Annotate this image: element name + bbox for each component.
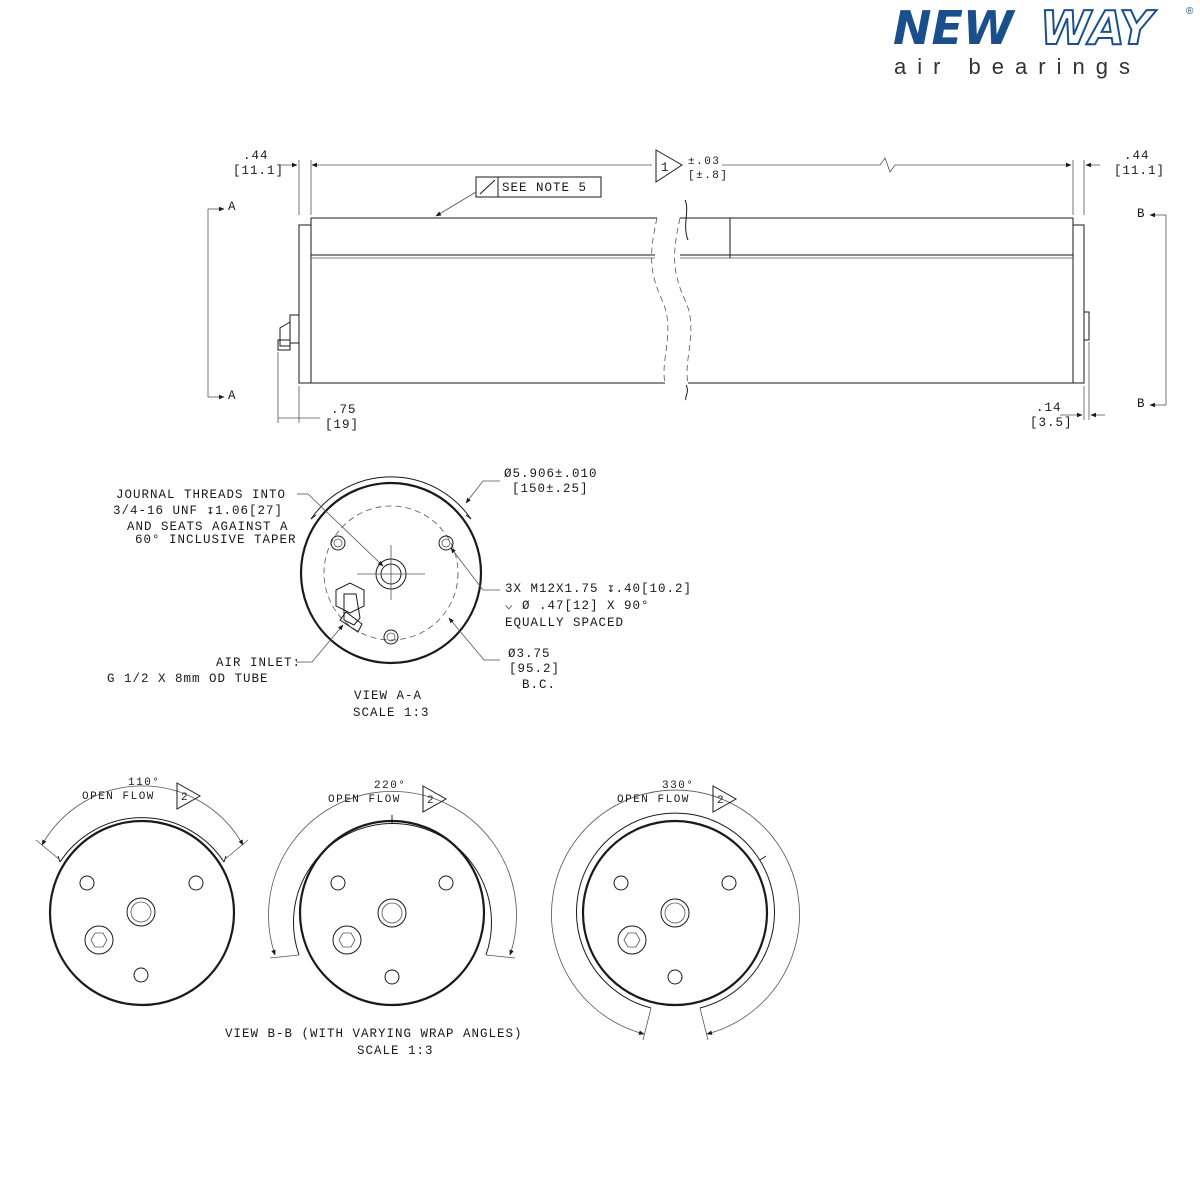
journal-note-line-4: 60° INCLUSIVE TAPER — [135, 533, 297, 547]
view-aa-title: VIEW A-A — [354, 689, 422, 703]
view-bb-title: VIEW B-B (WITH VARYING WRAP ANGLES) — [225, 1027, 523, 1041]
journal-note-line-1: JOURNAL THREADS INTO — [116, 488, 286, 502]
section-b-top: B — [1137, 207, 1146, 221]
right-journal-nub — [1083, 311, 1090, 341]
left-end-flange — [298, 224, 312, 384]
right-end-flange — [1072, 224, 1085, 384]
wrap-330-angle: 330° — [662, 780, 694, 792]
wrap-330-pad — [576, 812, 775, 1009]
view-aa-scale: SCALE 1:3 — [353, 706, 430, 720]
length-tolerance-mm: [±.8] — [688, 170, 729, 182]
wrap-220-label: OPEN FLOW — [328, 794, 401, 806]
note-1-number: 1 — [661, 161, 670, 175]
see-note-flag — [475, 176, 602, 198]
view-bb-scale: SCALE 1:3 — [357, 1044, 434, 1058]
wrap-110-angle: 110° — [128, 777, 160, 789]
brand-logo: NEW WAY ® air bearings — [893, 0, 1194, 79]
dim-right-bottom: .14 — [1036, 401, 1062, 415]
break-line-right — [674, 217, 692, 384]
holes-note-line-2: ⌵ Ø .47[12] X 90° — [505, 599, 650, 613]
wrap-110-note-triangle — [176, 782, 202, 810]
wrap-220-angle: 220° — [374, 780, 406, 792]
dim-left-top-mm: [11.1] — [233, 164, 284, 178]
journal-note-line-2: 3/4-16 UNF ↧1.06[27] — [113, 504, 283, 518]
dim-left-bottom-mm: [19] — [325, 418, 359, 432]
dim-right-top-mm: [11.1] — [1114, 164, 1165, 178]
logo-way-text: WAY — [1040, 1, 1157, 55]
air-inlet-label: AIR INLET: — [216, 656, 301, 670]
mounting-hole-3 — [383, 629, 399, 645]
wrap-110-note: 2 — [181, 792, 189, 804]
dim-right-bottom-mm: [3.5] — [1030, 416, 1073, 430]
view-a-a: JOURNAL THREADS INTO 3/4-16 UNF ↧1.06[27… — [107, 467, 692, 720]
bolt-circle-dia-mm: [95.2] — [509, 662, 560, 676]
length-tolerance: ±.03 — [688, 156, 720, 168]
dim-left-bottom: .75 — [331, 403, 357, 417]
wrap-330-outer-circle — [581, 819, 769, 1007]
side-view: .44 [11.1] .44 [11.1] 1 ±.03 [±.8] SEE N… — [207, 149, 1167, 432]
logo-new-text: NEW — [893, 1, 1016, 55]
wrap-110-view: 110° OPEN FLOW 2 — [35, 777, 249, 1007]
dim-left-top: .44 — [243, 149, 269, 163]
wrap-220-note-triangle — [422, 785, 448, 813]
wrap-110-label: OPEN FLOW — [82, 791, 155, 803]
mounting-hole-2 — [438, 535, 454, 551]
view-b-b: 110° OPEN FLOW 2 220° OPEN FLOW 2 — [35, 777, 800, 1058]
wrap-220-view: 220° OPEN FLOW 2 — [268, 780, 517, 1007]
wrap-220-pad — [293, 822, 492, 956]
diameter-label: Ø5.906±.010 — [504, 467, 598, 481]
wrap-330-note: 2 — [717, 795, 725, 807]
wrap-220-note: 2 — [427, 795, 435, 807]
diameter-mm-label: [150±.25] — [512, 482, 589, 496]
wrap-220-outer-circle — [298, 819, 486, 1007]
dim-right-top: .44 — [1124, 149, 1150, 163]
bolt-circle-bc: B.C. — [522, 678, 556, 692]
journal-note-line-3: AND SEATS AGAINST A — [127, 520, 289, 534]
logo-registered-mark: ® — [1186, 6, 1194, 17]
wrap-330-label: OPEN FLOW — [617, 794, 690, 806]
bolt-circle — [323, 505, 459, 641]
holes-note-line-3: EQUALLY SPACED — [505, 616, 624, 630]
mounting-hole-1 — [330, 535, 346, 551]
section-b-bottom: B — [1137, 397, 1146, 411]
wrap-330-note-triangle — [712, 785, 738, 813]
section-a-top: A — [228, 200, 237, 214]
break-line-left — [651, 217, 669, 384]
logo-tagline: air bearings — [894, 54, 1141, 79]
air-inlet-fitting — [289, 314, 300, 344]
air-inlet-hex — [335, 582, 365, 614]
wrap-110-outer-circle — [48, 819, 236, 1007]
holes-note-line-1: 3X M12X1.75 ↧.40[10.2] — [505, 582, 692, 596]
section-a-bottom: A — [228, 389, 237, 403]
see-note-text: SEE NOTE 5 — [502, 181, 587, 195]
note-1-triangle — [655, 149, 683, 183]
bearing-outer-circle — [299, 481, 483, 665]
air-inlet-spec: G 1/2 X 8mm OD TUBE — [107, 672, 269, 686]
wrap-330-view: 330° OPEN FLOW 2 — [551, 780, 800, 1041]
bolt-circle-dia: Ø3.75 — [508, 647, 551, 661]
